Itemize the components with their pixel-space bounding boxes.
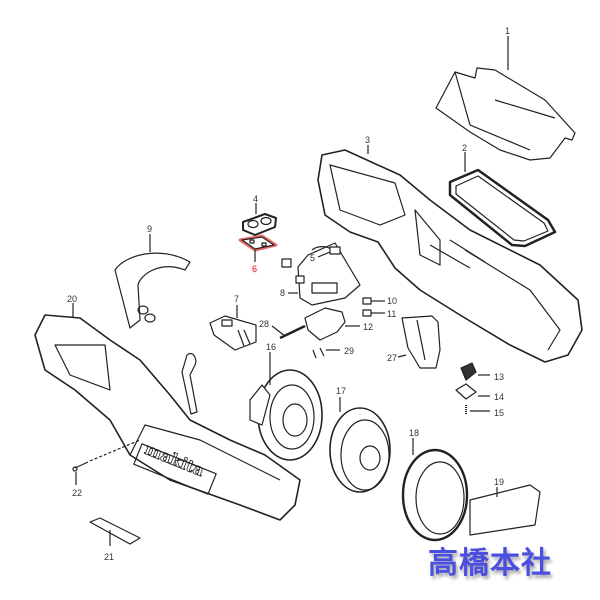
part-label-2: 2	[462, 143, 468, 153]
part-label-17: 17	[336, 386, 347, 396]
part-label-10: 10	[387, 296, 398, 306]
part-label-13: 13	[494, 372, 505, 382]
part-3-main-housing	[317, 145, 583, 363]
part-label-20: 20	[67, 294, 78, 304]
part-label-21: 21	[104, 552, 115, 562]
part-6-highlighted	[238, 234, 278, 262]
part-16-motor	[249, 352, 323, 461]
watermark-text: 高橋本社	[428, 546, 552, 581]
part-label-1: 1	[505, 26, 511, 36]
part-1-top-cover	[435, 36, 576, 161]
part-17-filter	[329, 397, 391, 493]
part-label-29: 29	[344, 346, 355, 356]
part-8-pcb-group	[281, 242, 361, 306]
part-label-4: 4	[253, 194, 259, 204]
part-label-12: 12	[363, 322, 374, 332]
part-label-22: 22	[72, 488, 83, 498]
part-label-15: 15	[494, 408, 505, 418]
part-label-16: 16	[266, 342, 277, 352]
part-label-6-highlighted: 6	[252, 264, 258, 274]
part-19-pad	[469, 484, 541, 536]
part-2-gasket	[448, 152, 557, 248]
part-label-9: 9	[147, 224, 153, 234]
part-label-3: 3	[365, 135, 371, 145]
part-22-screw	[72, 439, 141, 485]
part-label-5: 5	[310, 253, 316, 263]
part-9-hook	[114, 234, 191, 329]
part-label-18: 18	[409, 428, 420, 438]
part-7-terminal	[209, 305, 257, 351]
part-21-label	[89, 517, 141, 546]
part-label-8: 8	[280, 288, 286, 298]
part-4-switch-cover	[242, 203, 277, 236]
part-label-19: 19	[494, 477, 505, 487]
part-13-15-latch	[455, 362, 490, 415]
part-label-14: 14	[494, 392, 505, 402]
part-label-28: 28	[259, 319, 270, 329]
part-label-11: 11	[387, 309, 397, 319]
part-18-ring	[401, 438, 469, 542]
part-12-switch-assembly	[271, 297, 385, 359]
part-label-27: 27	[387, 353, 398, 363]
part-label-7: 7	[234, 294, 240, 304]
lever-piece	[181, 352, 198, 415]
part-27-cover	[397, 315, 441, 369]
